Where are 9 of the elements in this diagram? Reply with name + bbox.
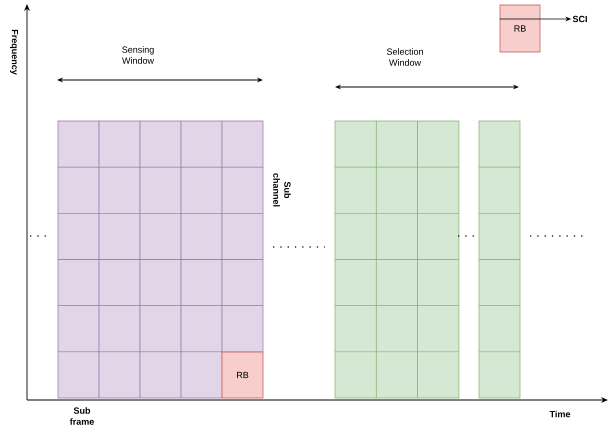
resource-block: RB (500, 4, 540, 52)
window-label: Selection Window (386, 48, 423, 66)
node-label: SCI (572, 16, 587, 22)
axis-note: Sub channel (273, 173, 291, 206)
resource-block: RB (222, 352, 264, 398)
axis-note: Sub frame (70, 407, 94, 425)
axis-title: Time (550, 410, 570, 418)
axis-title: Frequency (10, 30, 18, 75)
window-label: Sensing Window (122, 46, 154, 64)
